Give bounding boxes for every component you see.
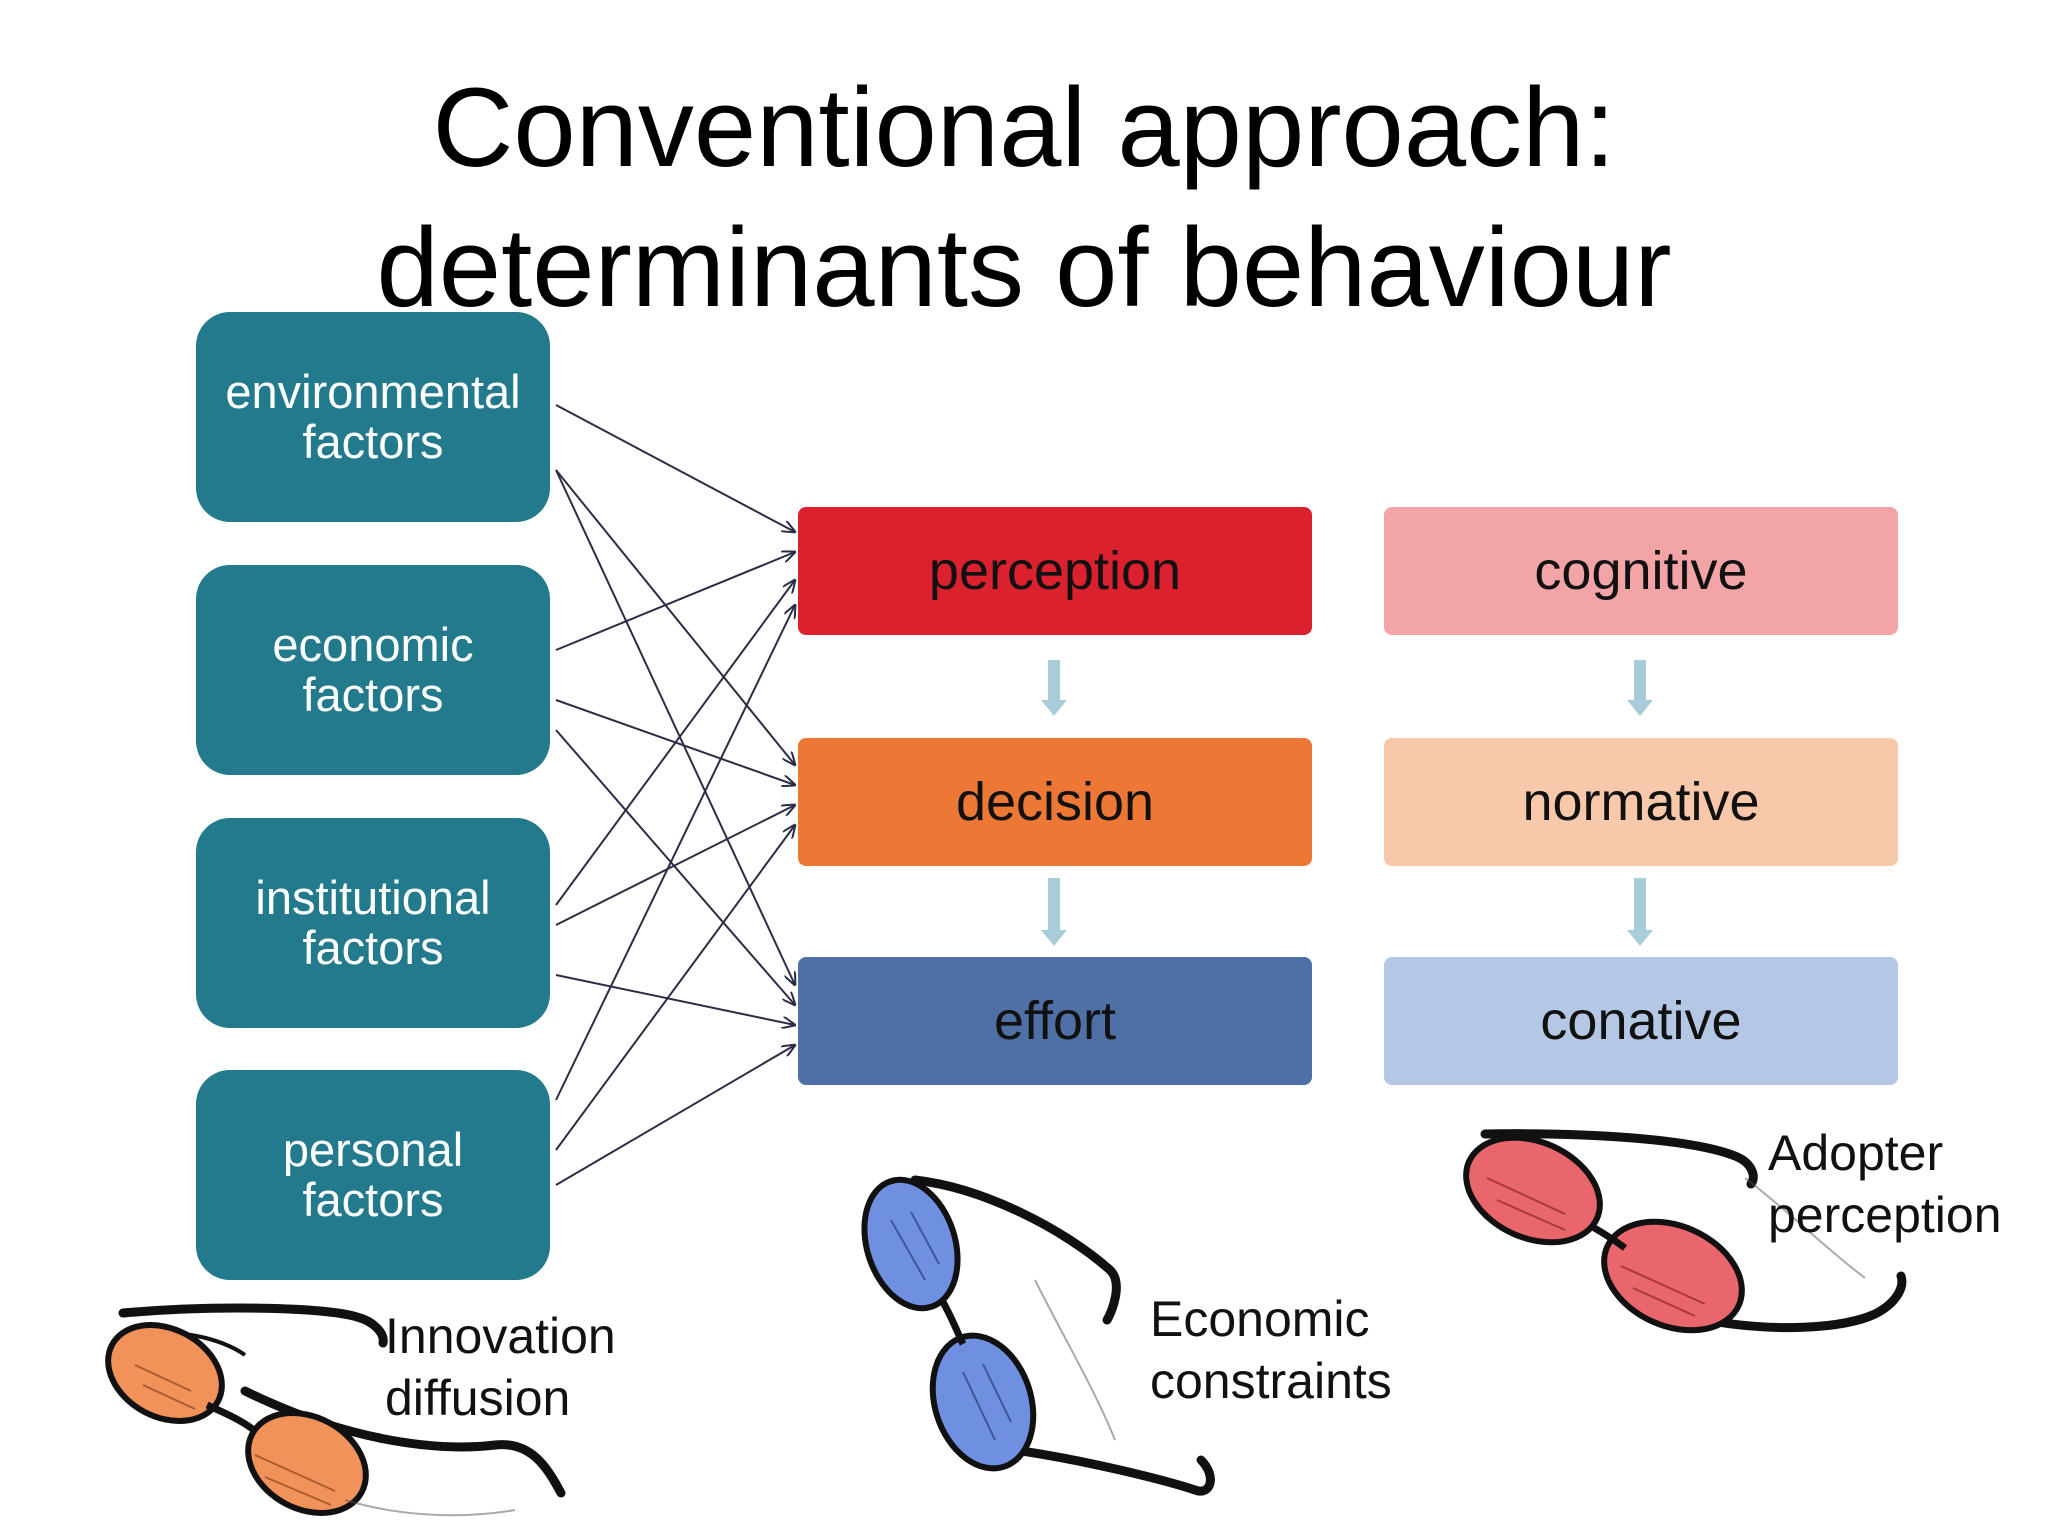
innovation-diffusion-label: Innovation diffusion [385,1305,616,1429]
glasses-icon [1463,1129,1907,1334]
normative-box: normative [1384,738,1898,866]
connector-arrow [555,404,795,532]
connector-arrow [555,974,795,1025]
down-arrow-icon [1627,660,1653,716]
connector-arrow [555,1045,795,1186]
economic-factors-box: economic factors [196,565,550,775]
dimension-label: cognitive [1534,541,1748,601]
lens-label-line: constraints [1150,1353,1392,1409]
factor-label: environmental [225,365,521,418]
connector-arrow [555,552,795,651]
factor-label: economic [272,618,474,671]
connector-arrow [555,805,795,926]
connector-arrow [555,825,795,1151]
factor-label: factors [302,1173,444,1226]
down-arrow-icon [1041,660,1067,716]
cognitive-box: cognitive [1384,507,1898,635]
dimension-label: normative [1522,772,1760,832]
environmental-factors-box: environmental factors [196,312,550,522]
down-arrow-icon [1627,878,1653,946]
factor-label: factors [302,668,444,721]
effort-box: effort [798,957,1312,1085]
connector-arrow [555,605,795,1101]
lens-label-line: Innovation [385,1308,616,1364]
decision-box: decision [798,738,1312,866]
dimension-label: conative [1540,991,1742,1051]
connector-arrow [555,469,795,985]
lens-label-line: Economic [1150,1291,1370,1347]
connector-arrow [555,469,795,765]
factor-label: factors [302,415,444,468]
glasses-icon [861,1175,1215,1496]
perception-box: perception [798,507,1312,635]
stage-label: effort [993,991,1117,1051]
stage-label: decision [955,772,1155,832]
factor-label: institutional [255,871,491,924]
glasses-icon [105,1303,566,1517]
factor-label: personal [282,1123,464,1176]
down-arrow-icon [1041,878,1067,946]
conative-box: conative [1384,957,1898,1085]
lens-label-line: Adopter [1768,1125,1944,1181]
institutional-factors-box: institutional factors [196,818,550,1028]
factor-label: factors [302,921,444,974]
personal-factors-box: personal factors [196,1070,550,1280]
adopter-perception-label: Adopter perception [1768,1122,2002,1246]
title-line-2: determinants of behaviour [376,205,1672,330]
title-line-1: Conventional approach: [432,65,1616,190]
connector-arrow [555,729,795,1005]
lens-label-line: diffusion [385,1370,571,1426]
stage-label: perception [928,541,1182,601]
slide-title: Conventional approach: determinants of b… [0,58,2048,338]
lens-label-line: perception [1768,1187,2002,1243]
connector-arrow [555,580,795,906]
economic-constraints-label: Economic constraints [1150,1288,1392,1412]
